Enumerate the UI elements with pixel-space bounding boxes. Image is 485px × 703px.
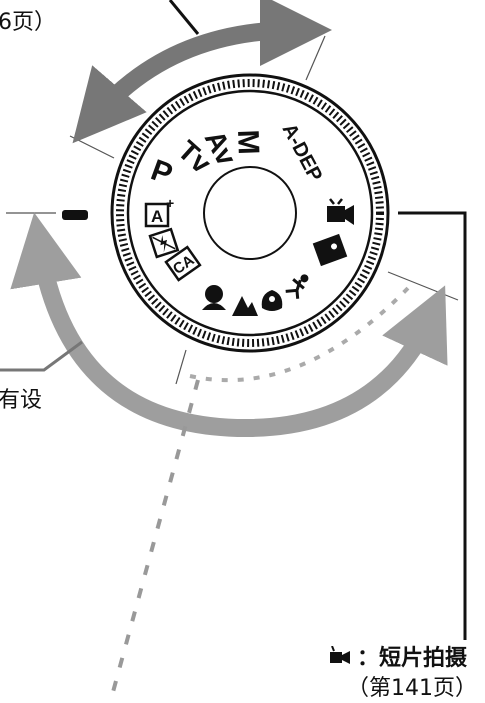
upper-double-arrow <box>72 0 332 144</box>
svg-text:+: + <box>166 195 174 211</box>
portrait-icon <box>202 285 226 310</box>
movie-small-icon <box>329 646 350 664</box>
label-fragment-left: 有设 <box>0 388 43 413</box>
lower-double-arrow <box>10 212 448 438</box>
minus-indicator <box>62 210 88 220</box>
sports-icon <box>285 274 309 299</box>
guide-tick-top-right <box>305 35 326 81</box>
scene-intelligent-auto-icon: A + <box>144 195 174 228</box>
guide-tick-right <box>387 271 459 301</box>
callout-line-left <box>0 340 83 372</box>
night-portrait-icon <box>312 233 348 267</box>
svg-text:A: A <box>151 207 163 226</box>
dotted-guide-curve <box>189 284 412 383</box>
movie-mode-caption: ：短片拍摄 <box>329 640 467 672</box>
movie-leader-line <box>398 211 467 640</box>
movie-icon <box>327 198 354 225</box>
mode-m: M <box>231 129 265 155</box>
dial-knurl-ring <box>116 79 384 347</box>
flash-off-icon <box>148 227 180 259</box>
movie-mode-label: ：短片拍摄 <box>356 646 467 671</box>
leader-line-top <box>168 0 200 35</box>
movie-page-reference: （第141页） <box>347 676 477 701</box>
guide-tick-left <box>69 135 115 159</box>
dotted-guide-line <box>108 379 200 703</box>
dial-center-cap <box>203 166 297 260</box>
close-up-icon <box>261 290 283 311</box>
page-reference-fragment-top: 6页） <box>0 10 56 35</box>
landscape-icon <box>232 296 258 316</box>
guide-tick-bottom <box>175 349 187 385</box>
mode-dial[interactable]: A-DEP M Av Tv P A + CA <box>110 73 390 353</box>
